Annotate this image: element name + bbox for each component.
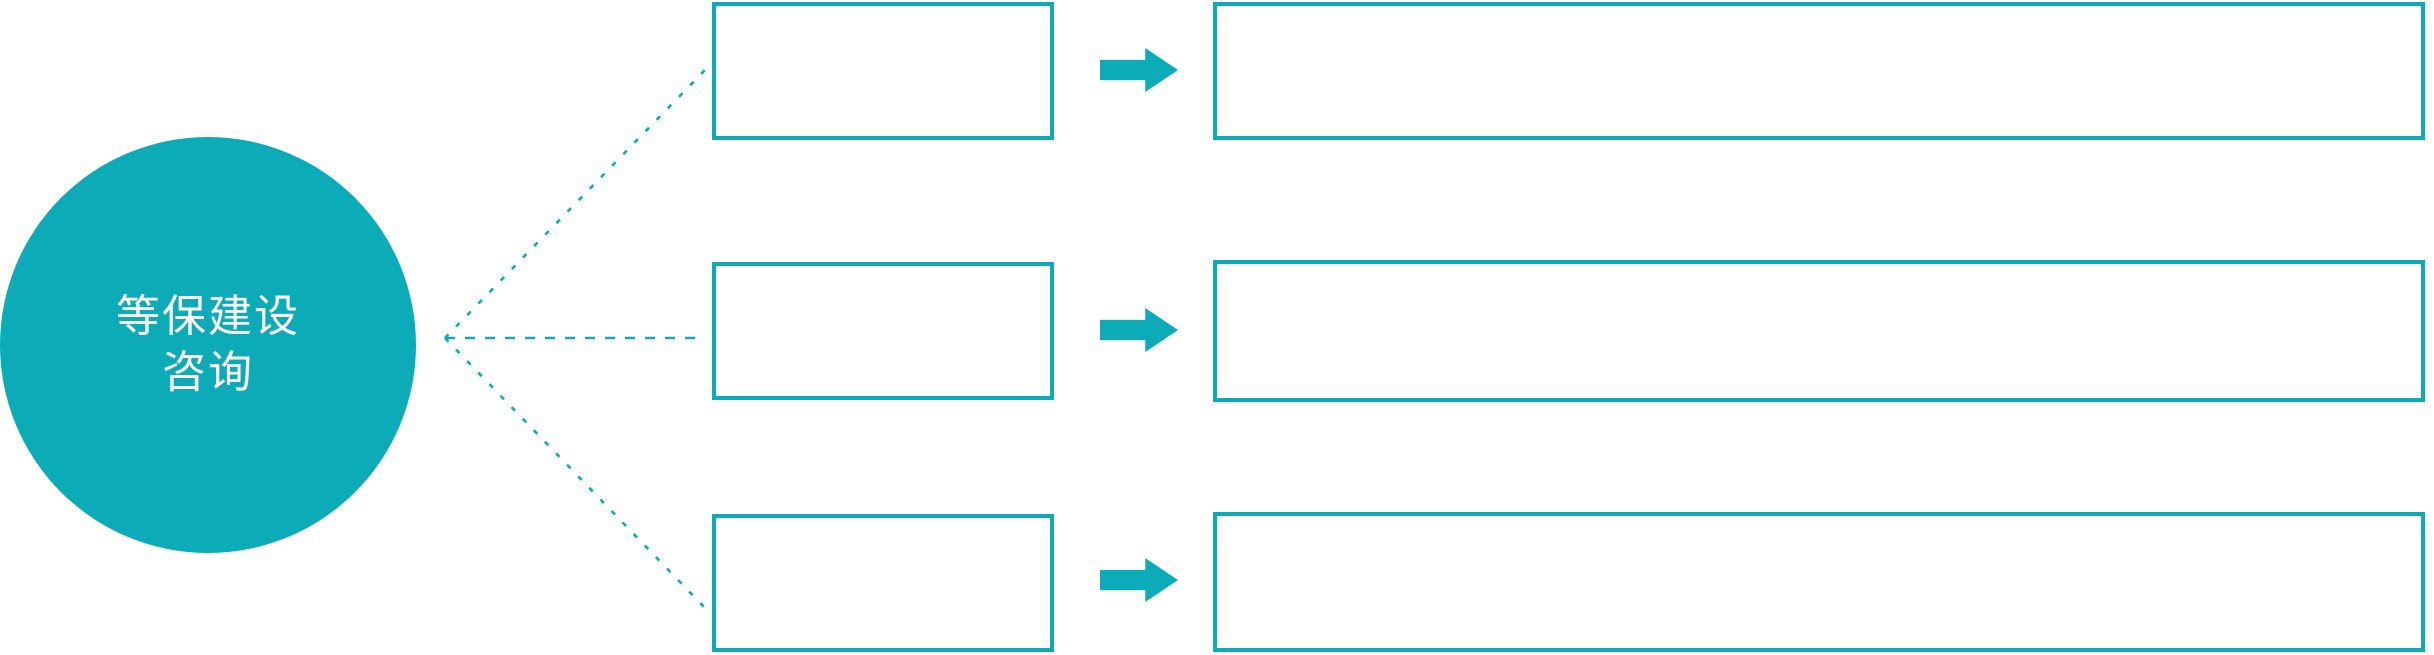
detail-box-3[interactable]: [1213, 512, 2425, 652]
connector-branch-1: [444, 69, 706, 339]
detail-box-2[interactable]: [1213, 260, 2425, 402]
arrow-icon-3: [1100, 558, 1178, 602]
detail-box-1[interactable]: [1213, 2, 2425, 140]
arrow-icon-1: [1100, 48, 1178, 92]
arrow-icon-2: [1100, 308, 1178, 352]
stage-box-2[interactable]: [712, 262, 1054, 400]
hub-circle[interactable]: 等保建设 咨询: [0, 137, 416, 553]
stage-box-1[interactable]: [712, 2, 1054, 140]
hub-label-line-2: 咨询: [162, 348, 254, 397]
connector-branch-3: [444, 337, 706, 609]
hub-label-line-1: 等保建设: [116, 291, 300, 341]
stage-box-3[interactable]: [712, 514, 1054, 652]
